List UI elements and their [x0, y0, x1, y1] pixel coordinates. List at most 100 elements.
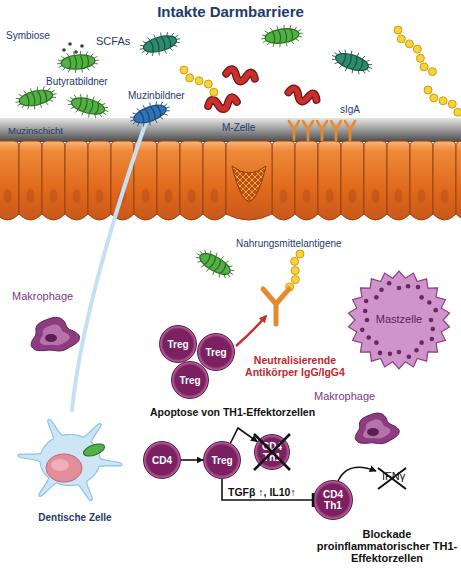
granule — [360, 328, 365, 333]
dendritic-nucleus — [46, 454, 82, 482]
scfa-molecule — [80, 44, 84, 48]
cell-nucleus — [280, 189, 288, 203]
cell-nucleus — [372, 189, 380, 203]
bacterium-body — [60, 54, 95, 71]
bacterium-body — [334, 50, 371, 74]
epithelial-cell — [272, 141, 295, 220]
epithelial-cell — [410, 141, 433, 220]
bacterium-body — [142, 33, 178, 55]
macrophage-cell: Makrophage — [12, 290, 96, 362]
cell-nucleus — [418, 189, 426, 203]
connector — [181, 459, 203, 461]
epithelial-cell — [180, 141, 203, 220]
granule — [406, 284, 411, 289]
food-antigen — [424, 86, 432, 94]
bacterium-stripe — [74, 56, 77, 68]
cell-nucleus — [441, 189, 449, 203]
bacterium — [329, 45, 376, 79]
cell-nucleus — [211, 189, 219, 203]
cell-nucleus — [142, 189, 150, 203]
cell-label: Makrophage — [12, 290, 73, 302]
food-antigen — [430, 94, 438, 102]
edge-label: TGFβ ↑, IL10↑ — [228, 486, 296, 498]
siga-antibody — [331, 121, 341, 140]
granule — [414, 348, 419, 353]
epithelial-cell — [42, 141, 65, 220]
bacterium-stripe — [342, 54, 347, 66]
bacterium-stripe — [359, 59, 364, 71]
bacterium-stripe — [89, 101, 94, 113]
bacterium-stripe — [156, 105, 162, 117]
treg-cell: Treg — [171, 361, 209, 399]
cilium — [368, 67, 372, 68]
bacterium-outline — [225, 68, 255, 83]
cell-label: Mastzelle — [344, 313, 454, 325]
cilium — [332, 56, 336, 57]
red-arrow — [236, 316, 266, 346]
nucleus-highlight — [51, 459, 69, 471]
effect-note: Blockade proinflammatorischer TH1-Effekt… — [314, 528, 460, 564]
food-antigen — [291, 267, 299, 275]
cell-label: CD4 Th1 — [257, 441, 287, 463]
diagram-title: Intakte Darmbarriere — [0, 3, 461, 20]
food-antigen — [394, 26, 402, 34]
cross-mark — [378, 468, 406, 489]
cell-label: Treg — [201, 347, 231, 358]
food-antigen — [296, 250, 304, 258]
bacterium-stripe — [215, 260, 222, 271]
cell-nucleus — [4, 189, 12, 203]
bacterium-stripe — [95, 103, 100, 115]
epithelial-cell — [65, 141, 88, 220]
food-antigen — [204, 80, 212, 88]
bacterium-stripe — [145, 109, 151, 121]
epithelial-cell — [19, 141, 42, 220]
macrophage-body — [31, 317, 79, 351]
bacterium-body — [264, 27, 300, 46]
bacterium-body — [70, 95, 106, 117]
cell-nucleus — [27, 189, 35, 203]
epithelial-cell — [157, 141, 180, 220]
bacterium-stripe — [278, 30, 281, 42]
food-antigen — [454, 108, 461, 116]
scfa-molecule — [68, 42, 72, 46]
granule — [387, 281, 392, 286]
food-antigen — [448, 100, 456, 108]
bacterium-stripe — [353, 57, 358, 69]
epithelial-cell — [364, 141, 387, 220]
bacterium — [56, 49, 100, 74]
granule — [429, 318, 434, 323]
bacterium — [137, 28, 183, 60]
food-antigen — [413, 45, 421, 53]
granule — [419, 340, 424, 345]
cell-nucleus — [349, 189, 357, 203]
bacterium-body — [225, 68, 255, 83]
food-antigen — [420, 63, 428, 71]
food-antigen — [405, 40, 413, 48]
bacterium — [127, 97, 174, 132]
food-antigen — [291, 276, 299, 284]
mast-cell: Mastzelle — [344, 268, 454, 372]
food-antigen — [397, 35, 405, 43]
cell-nucleus — [50, 189, 58, 203]
epithelial-cell — [111, 141, 134, 220]
granule — [365, 318, 370, 323]
cell-label: M-Zelle — [222, 122, 255, 133]
cell-nucleus — [188, 189, 196, 203]
siga-antibody — [317, 121, 327, 140]
cell-nucleus — [326, 189, 334, 203]
macrophage-cell: Makrophage — [314, 390, 404, 454]
granule — [388, 352, 393, 357]
cell-label: CD4 — [147, 455, 177, 466]
granule — [374, 295, 379, 300]
bacterium-body — [197, 249, 233, 278]
bacterium-stripe — [26, 94, 30, 106]
bacterium-body — [207, 97, 237, 111]
cell-label: Treg — [175, 375, 205, 386]
granule — [416, 285, 421, 290]
food-antigen — [428, 68, 436, 76]
bacterium-stripe — [84, 99, 89, 111]
antigen-label: Nahrungsmittelantigene — [236, 238, 342, 249]
macrophage-nucleus — [367, 428, 379, 436]
bacterium-stripe — [44, 90, 48, 102]
epithelial-cell — [387, 141, 410, 220]
